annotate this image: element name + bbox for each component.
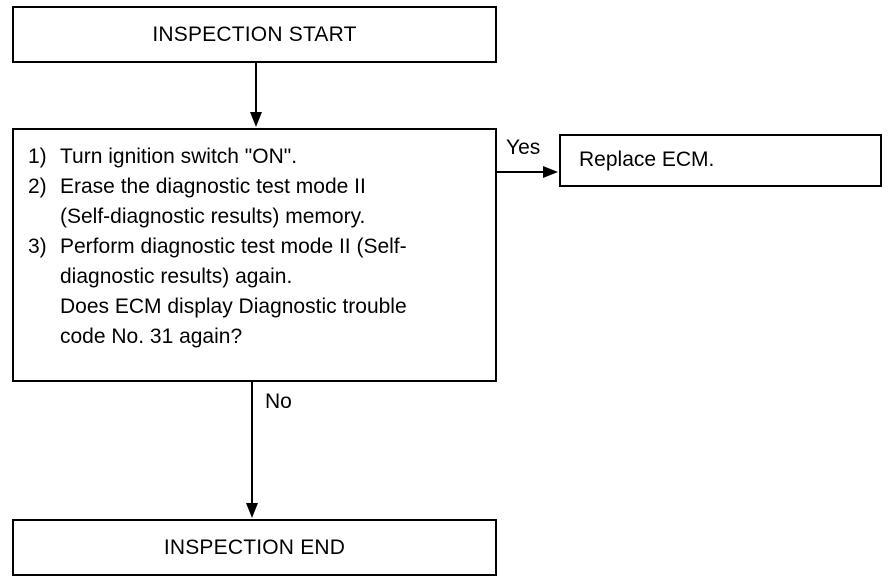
step-2-number: 2) xyxy=(28,175,47,198)
arrowhead-down-icon xyxy=(246,503,258,518)
inspection-start-box: INSPECTION START xyxy=(12,6,497,63)
yes-label: Yes xyxy=(506,136,541,159)
check-step-box: 1) Turn ignition switch "ON". 2) Erase t… xyxy=(12,128,497,382)
replace-ecm-label: Replace ECM. xyxy=(579,148,715,171)
step-1-text: Turn ignition switch "ON". xyxy=(60,145,298,168)
inspection-end-box: INSPECTION END xyxy=(12,519,497,576)
arrowhead-right-icon xyxy=(543,166,558,178)
inspection-start-label: INSPECTION START xyxy=(152,22,357,46)
step-3-text: Perform diagnostic test mode II (Self- xyxy=(60,235,407,258)
replace-ecm-box: Replace ECM. xyxy=(559,134,882,187)
arrowhead-down-icon xyxy=(250,112,262,127)
question-line-2: code No. 31 again? xyxy=(60,325,243,348)
question-line-1: Does ECM display Diagnostic trouble xyxy=(60,295,407,318)
inspection-end-label: INSPECTION END xyxy=(163,535,346,559)
step-3-continuation: diagnostic results) again. xyxy=(60,265,293,288)
step-2-text: Erase the diagnostic test mode II xyxy=(60,175,366,198)
step-1-number: 1) xyxy=(28,145,47,168)
step-3-number: 3) xyxy=(28,235,47,258)
no-label: No xyxy=(265,390,292,413)
step-2-continuation: (Self-diagnostic results) memory. xyxy=(60,205,366,228)
